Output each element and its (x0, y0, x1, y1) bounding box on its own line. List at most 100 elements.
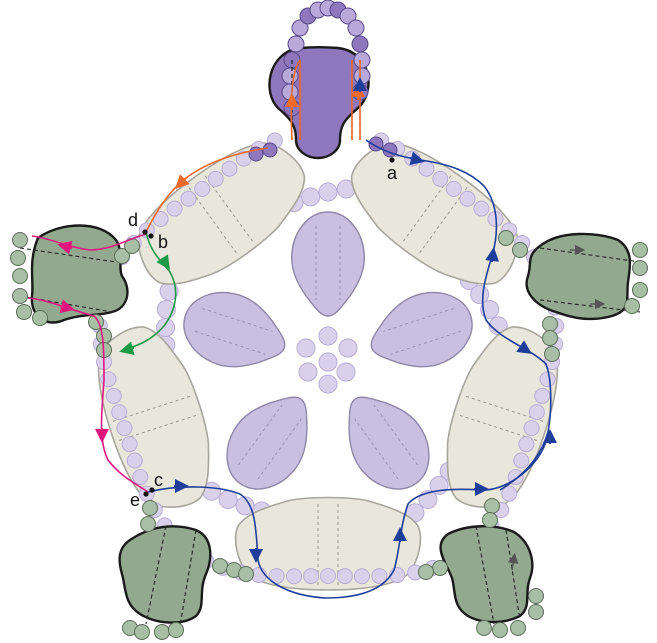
loop-bead (354, 68, 370, 84)
loop-bead (288, 36, 304, 52)
green-tail-bead (433, 561, 448, 576)
orange-arrow-3 (180, 178, 186, 184)
outer-bead (474, 201, 489, 216)
green-tail-bead (89, 315, 104, 330)
green-tail-bead (511, 621, 526, 636)
green-tail-bead (499, 231, 514, 246)
label-c: c (154, 470, 163, 490)
outer-bead (535, 388, 550, 403)
inner-bead (236, 497, 254, 515)
outer-bead (287, 569, 302, 584)
outer-bead (540, 372, 555, 387)
core-lobe-shape (174, 281, 295, 382)
green-tail-bead (633, 283, 648, 298)
green-tail-bead (143, 501, 158, 516)
beige-segment-shape (119, 123, 323, 307)
green-unit-right (527, 234, 640, 319)
outer-bead (514, 453, 529, 468)
inner-bead (302, 188, 320, 206)
outer-bead (195, 181, 210, 196)
core-lobe (361, 281, 482, 382)
green-tail-bead (11, 251, 26, 266)
green-tail-bead (543, 331, 558, 346)
outer-bead (321, 569, 336, 584)
green-tail-bead (625, 299, 640, 314)
center-bead (297, 339, 315, 357)
core-lobe (210, 378, 330, 505)
core-lobe-shape (292, 212, 365, 316)
label-a: a (387, 163, 398, 183)
center-bead (339, 339, 357, 357)
outer-bead (433, 171, 448, 186)
outer-bead (446, 181, 461, 196)
green-unit-bottom-right (441, 526, 533, 624)
green-tail-bead (33, 311, 48, 326)
green-tail-bead (135, 625, 150, 640)
core-lobe (174, 281, 295, 382)
green-tail-bead (529, 589, 544, 604)
green-tail-bead (141, 517, 156, 532)
center-bead (299, 363, 317, 381)
outer-bead (354, 569, 369, 584)
green-tail-bead (633, 243, 648, 258)
point-a (389, 157, 394, 162)
outer-bead (222, 161, 237, 176)
core-lobe-shape (210, 378, 330, 505)
green-tail-bead (477, 621, 492, 636)
green-tail-bead (633, 261, 648, 276)
green-tail-bead (419, 565, 434, 580)
core-lobe (326, 378, 446, 505)
outer-bead (460, 191, 475, 206)
green-tail-bead (155, 625, 170, 640)
outer-bead (133, 470, 148, 485)
outer-bead (337, 569, 352, 584)
inner-bead (219, 491, 237, 509)
outer-bead (117, 421, 132, 436)
green-unit-left (20, 226, 127, 323)
center-bead (319, 327, 337, 345)
outer-bead (208, 171, 223, 186)
loop-bead (354, 52, 370, 68)
green-unit-bottom-left (120, 526, 211, 626)
blue-arrow-2 (492, 254, 493, 262)
point-e (143, 491, 148, 496)
top-purple-body (269, 47, 368, 158)
outer-bead (106, 388, 121, 403)
center-bead (319, 353, 337, 371)
center-bead (337, 363, 355, 381)
green-tail-bead (213, 559, 228, 574)
green-tail-bead (13, 233, 28, 248)
beige-segment-shape (333, 123, 537, 307)
green-tail-bead (513, 243, 528, 258)
beige-segment (119, 123, 323, 307)
outer-bead (524, 421, 539, 436)
outer-bead (519, 437, 534, 452)
loop-bead (282, 84, 298, 100)
green-tail-bead (169, 623, 184, 638)
green-tail-bead (97, 329, 112, 344)
loop-bead (348, 20, 364, 36)
label-b: b (158, 232, 168, 252)
outer-bead (304, 569, 319, 584)
beige-segment (333, 123, 537, 307)
center-bead (319, 375, 337, 393)
outer-bead (127, 453, 142, 468)
outer-bead (112, 405, 127, 420)
outer-bead (419, 161, 434, 176)
green-tail-bead (529, 605, 544, 620)
green-tail-bead (485, 499, 500, 514)
loop-bead (352, 36, 368, 52)
outer-bead (122, 437, 137, 452)
green-tail-bead (13, 289, 28, 304)
outer-bead (529, 405, 544, 420)
green-tail-bead (239, 567, 254, 582)
inner-bead (319, 183, 337, 201)
green-tail-bead (543, 317, 558, 332)
label-e: e (130, 490, 140, 510)
green-tail-bead (545, 347, 560, 362)
core-lobe-shape (361, 281, 482, 382)
label-d: d (128, 210, 138, 230)
green-tail-bead (17, 305, 32, 320)
point-d (142, 229, 147, 234)
